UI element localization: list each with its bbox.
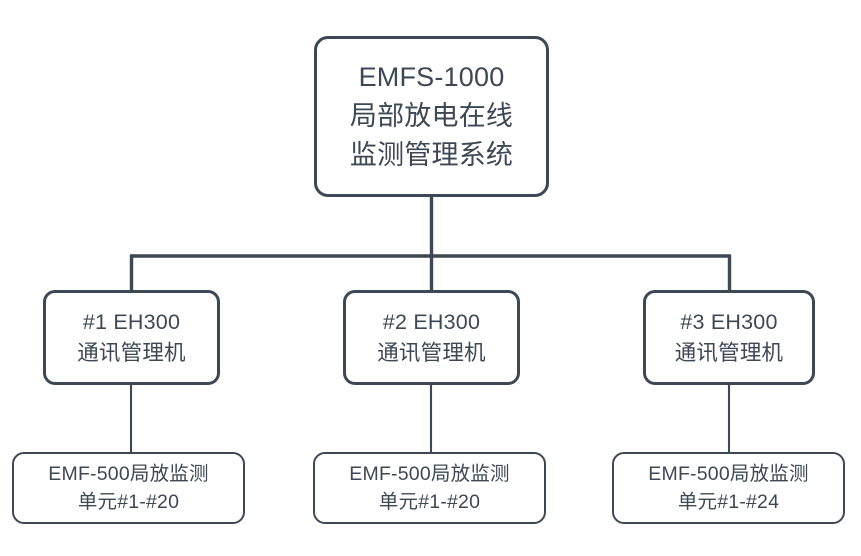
node-eh300-1-line-1: #1 EH300 (82, 309, 181, 334)
node-emf500-3-line-1: EMF-500局放监测 (648, 463, 809, 485)
node-emf500-2[interactable]: EMF-500局放监测 单元#1-#20 (313, 452, 546, 524)
node-root-line-1: EMFS-1000 (358, 62, 505, 92)
node-root-line-3: 监测管理系统 (349, 140, 514, 170)
node-emf500-2-line-1: EMF-500局放监测 (349, 463, 510, 485)
node-emf500-3[interactable]: EMF-500局放监测 单元#1-#24 (612, 452, 845, 524)
node-eh300-3-line-1: #3 EH300 (680, 309, 778, 334)
node-eh300-2-line-2: 通讯管理机 (377, 340, 486, 365)
node-emf500-3-line-2: 单元#1-#24 (677, 491, 780, 513)
node-eh300-3-line-2: 通讯管理机 (674, 340, 784, 365)
node-emf500-1-line-1: EMF-500局放监测 (48, 463, 209, 485)
node-eh300-1-line-2: 通讯管理机 (77, 340, 186, 365)
node-emf500-2-line-2: 单元#1-#20 (378, 491, 481, 513)
node-eh300-2[interactable]: #2 EH300 通讯管理机 (343, 290, 520, 385)
node-emf500-1-line-2: 单元#1-#20 (77, 491, 180, 513)
node-emfs-1000-root[interactable]: EMFS-1000 局部放电在线 监测管理系统 (314, 36, 549, 197)
node-eh300-2-line-1: #2 EH300 (382, 309, 481, 334)
node-emf500-1[interactable]: EMF-500局放监测 单元#1-#20 (12, 452, 245, 524)
node-eh300-1[interactable]: #1 EH300 通讯管理机 (43, 290, 220, 385)
node-root-line-2: 局部放电在线 (349, 101, 514, 131)
node-eh300-3[interactable]: #3 EH300 通讯管理机 (643, 290, 815, 385)
